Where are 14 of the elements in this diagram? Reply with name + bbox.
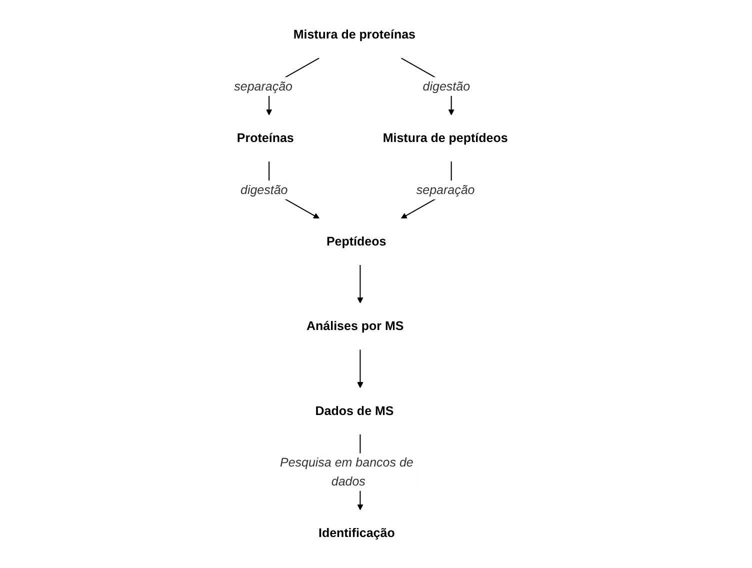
- edge-label: separação: [416, 182, 475, 197]
- node-text: Dados de MS: [315, 404, 394, 418]
- edge-label: digestão: [240, 182, 288, 197]
- node-text: Análises por MS: [306, 319, 404, 333]
- node-text: Mistura de proteínas: [293, 28, 416, 42]
- edge-label: digestão: [422, 79, 470, 94]
- arrow: [357, 264, 364, 304]
- edge-label: separação: [234, 79, 292, 94]
- arrow: [357, 350, 364, 388]
- node-text: Identificação: [318, 526, 395, 540]
- node-text: Mistura de peptídeos: [382, 130, 508, 145]
- node-text: Peptídeos: [326, 234, 386, 248]
- node-text: Proteínas: [236, 130, 294, 145]
- edge-label: Pesquisa em bancos de dados: [280, 455, 414, 488]
